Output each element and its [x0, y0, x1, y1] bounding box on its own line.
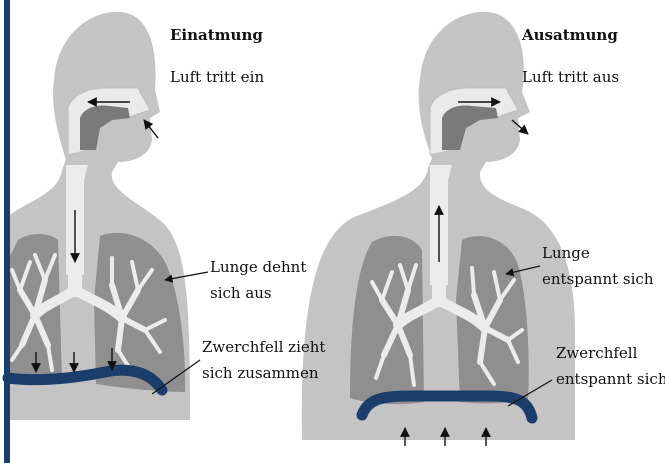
exhalation-diaphragm-label-line1: Zwerchfell: [556, 344, 638, 362]
inhalation-lung-label-line1: Lunge dehnt: [210, 258, 306, 276]
inhalation-air-label: Luft tritt ein: [170, 68, 264, 86]
exhalation-lung-label-line2: entspannt sich: [542, 270, 654, 288]
inhalation-diaphragm-label-line2: sich zusammen: [202, 364, 319, 382]
left-border-bar: [4, 0, 10, 463]
exhalation-lung-label-line1: Lunge: [542, 244, 590, 262]
inhalation-lung-label-line2: sich aus: [210, 284, 272, 302]
inhalation-title: Einatmung: [170, 26, 263, 44]
exhalation-title: Ausatmung: [521, 26, 618, 44]
exhalation-air-label: Luft tritt aus: [522, 68, 619, 86]
inhalation-diaphragm-label-line1: Zwerchfell zieht: [202, 338, 325, 356]
exhalation-diaphragm-label-line2: entspannt sich: [556, 370, 665, 388]
